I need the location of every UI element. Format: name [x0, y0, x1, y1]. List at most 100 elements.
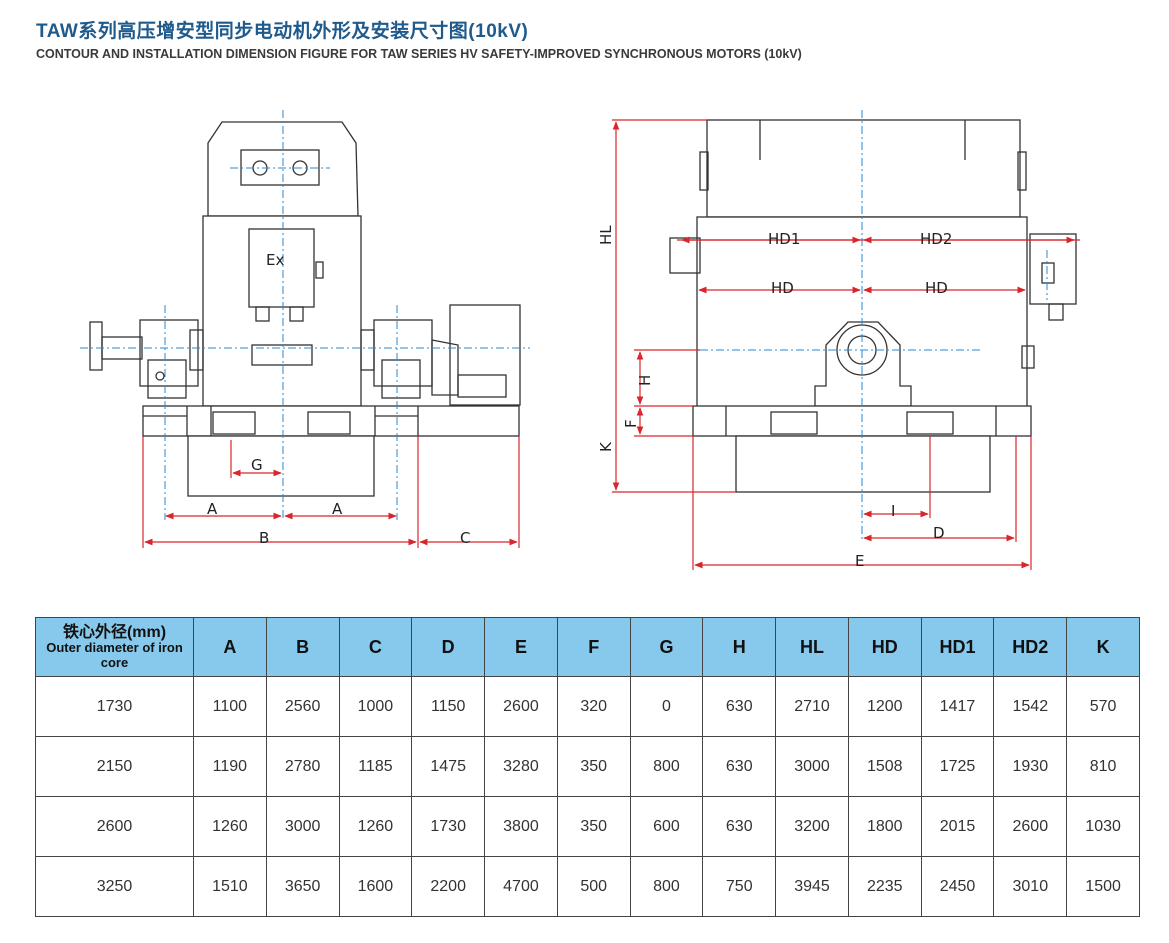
table-cell: 810 [1066, 736, 1140, 797]
label-d: D [933, 524, 945, 542]
table-cell: 2200 [411, 856, 486, 917]
table-cell: 3280 [484, 736, 558, 797]
label-hd-left: HD [771, 279, 794, 297]
table-cell: 1500 [1066, 856, 1140, 917]
label-g: G [251, 456, 263, 474]
header-col: HD1 [920, 617, 995, 677]
header-col: E [484, 617, 558, 677]
table-cell: 1190 [193, 736, 267, 797]
table-cell: 500 [556, 856, 631, 917]
table-cell: 2780 [265, 736, 340, 797]
label-c: C [460, 529, 470, 547]
table-cell: 1000 [338, 676, 413, 737]
ex-mark: Ex [266, 251, 284, 269]
label-hd-right: HD [925, 279, 948, 297]
header-col: HL [775, 617, 849, 677]
table-cell: 2600 [484, 676, 558, 737]
table-cell: 1510 [193, 856, 267, 917]
table-cell: 800 [629, 736, 704, 797]
header-col: H [702, 617, 777, 677]
table-cell: 2600 [993, 796, 1068, 857]
header-col: D [411, 617, 486, 677]
label-a-left: A [207, 500, 218, 518]
table-cell: 1417 [920, 676, 995, 737]
header-col: F [556, 617, 631, 677]
table-cell: 3010 [993, 856, 1068, 917]
table-cell: 2235 [847, 856, 922, 917]
side-view [669, 119, 1077, 493]
table-cell: 1730 [411, 796, 486, 857]
table-cell: 800 [629, 856, 704, 917]
table-cell: 3945 [775, 856, 849, 917]
table-cell: 2560 [265, 676, 340, 737]
table-cell: 1030 [1066, 796, 1140, 857]
table-cell: 630 [702, 796, 777, 857]
table-cell: 350 [556, 736, 631, 797]
table-cell: 1508 [847, 736, 922, 797]
page-title-en: CONTOUR AND INSTALLATION DIMENSION FIGUR… [36, 47, 802, 61]
label-i: I [891, 502, 895, 520]
table-cell: 1150 [411, 676, 486, 737]
header-col: B [265, 617, 340, 677]
cell-iron-core: 2150 [35, 736, 194, 797]
table-cell: 2450 [920, 856, 995, 917]
label-f: F [622, 419, 640, 428]
table-header-row: 铁心外径(mm) Outer diameter of iron core A B… [35, 617, 1140, 677]
header-col: K [1066, 617, 1140, 677]
table-cell: 600 [629, 796, 704, 857]
dimension-table: 铁心外径(mm) Outer diameter of iron core A B… [35, 617, 1140, 917]
header-col: C [338, 617, 413, 677]
table-cell: 1260 [338, 796, 413, 857]
table-cell: 750 [702, 856, 777, 917]
dimension-drawing: Ex G A A B C [80, 110, 1080, 570]
header-iron-core-cn: 铁心外径(mm) [62, 623, 167, 641]
header-col: HD [847, 617, 922, 677]
cell-iron-core: 2600 [35, 796, 194, 857]
table-cell: 3650 [265, 856, 340, 917]
label-e: E [855, 552, 864, 570]
header-iron-core: 铁心外径(mm) Outer diameter of iron core [35, 617, 194, 677]
label-a-right: A [332, 500, 343, 518]
label-k: K [597, 441, 615, 452]
header-col: G [629, 617, 704, 677]
table-cell: 2015 [920, 796, 995, 857]
label-h: H [636, 375, 654, 386]
table-cell: 320 [556, 676, 631, 737]
header-iron-core-en: Outer diameter of iron core [46, 639, 183, 670]
label-b: B [259, 529, 269, 547]
table-cell: 1542 [993, 676, 1068, 737]
table-cell: 630 [702, 736, 777, 797]
table-cell: 3200 [775, 796, 849, 857]
page-title-cn: TAW系列高压增安型同步电动机外形及安装尺寸图(10kV) [36, 21, 529, 42]
cell-iron-core: 3250 [35, 856, 194, 917]
label-hl: HL [597, 225, 615, 245]
table-cell: 1600 [338, 856, 413, 917]
table-cell: 0 [629, 676, 704, 737]
label-hd2: HD2 [920, 230, 952, 248]
table-cell: 4700 [484, 856, 558, 917]
header-col: HD2 [993, 617, 1068, 677]
table-cell: 1185 [338, 736, 413, 797]
table-cell: 1725 [920, 736, 995, 797]
table-cell: 1930 [993, 736, 1068, 797]
table-cell: 3800 [484, 796, 558, 857]
table-cell: 3000 [265, 796, 340, 857]
table-cell: 630 [702, 676, 777, 737]
table-cell: 1100 [193, 676, 267, 737]
table-cell: 3000 [775, 736, 849, 797]
table-cell: 1475 [411, 736, 486, 797]
table-cell: 1260 [193, 796, 267, 857]
label-hd1: HD1 [768, 230, 800, 248]
table-cell: 1800 [847, 796, 922, 857]
table-cell: 1200 [847, 676, 922, 737]
cell-iron-core: 1730 [35, 676, 194, 737]
table-cell: 350 [556, 796, 631, 857]
front-view [89, 121, 521, 497]
table-cell: 2710 [775, 676, 849, 737]
header-col: A [193, 617, 267, 677]
